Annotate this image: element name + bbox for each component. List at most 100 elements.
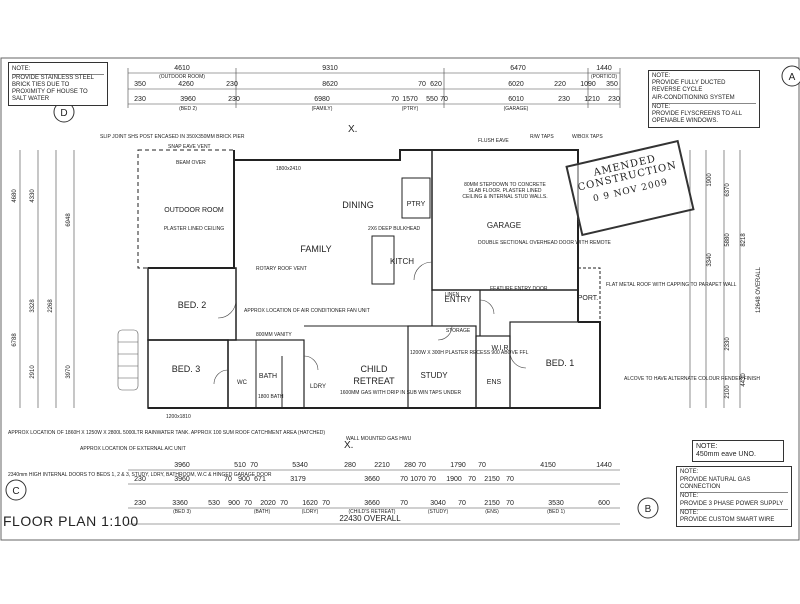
dim-r3-6: 1570 [402, 96, 418, 103]
label-linen: LINEN [445, 292, 460, 298]
dim-b3-sub-1: (BED 3) [173, 509, 191, 515]
dim-b1-3: 70 [250, 462, 258, 469]
bed2-top-wall [148, 160, 235, 269]
dim-left-1: 4680 [12, 189, 18, 203]
dim-b3-4: 900 [228, 500, 240, 507]
label-bed1: BED. 1 [546, 358, 575, 368]
sheet-border [0, 57, 800, 541]
dim-b1-11: 4150 [540, 462, 556, 469]
dim-b3-9: 70 [322, 500, 330, 507]
dim-r2-2: 4260 [178, 81, 194, 88]
dim-top-2: 9310 [322, 65, 338, 72]
dim-b2-1: 230 [134, 476, 146, 483]
callout-double-door: DOUBLE SECTIONAL OVERHEAD DOOR WITH REMO… [478, 240, 612, 246]
door-swings [213, 261, 527, 385]
note-tr-l6: PROVIDE FLYSCREENS TO ALL [652, 111, 743, 117]
dim-b1-8: 70 [418, 462, 426, 469]
callout-flush-eave: FLUSH EAVE [478, 138, 509, 144]
dim-right-3: 2330 [725, 337, 731, 351]
dim-b1-2: 510 [234, 462, 246, 469]
dim-b3-7: 70 [280, 500, 288, 507]
label-wir: W.I.R [491, 345, 508, 352]
callout-rw-taps: R/W TAPS [530, 134, 554, 140]
note-tl-l5: SALT WATER [12, 96, 50, 102]
dim-top-3: 6470 [510, 65, 526, 72]
label-ldry: LDRY [310, 384, 326, 390]
note-tr-l3: REVERSE CYCLE [652, 87, 703, 93]
label-storage: STORAGE [446, 328, 471, 334]
callout-slip-joint: SLIP JOINT SHS POST ENCASED IN 350X350MM… [100, 134, 245, 140]
note-br-l2: PROVIDE NATURAL GAS CONNECTION [680, 476, 788, 493]
dim-b3-sub-7: (BED 1) [547, 509, 565, 515]
note-tr-l1: NOTE: [652, 73, 671, 79]
label-outdoor-room: OUTDOOR ROOM [164, 207, 224, 214]
dim-right-2: 2100 [725, 385, 731, 399]
dim-top-1: 4610 [174, 65, 190, 72]
dim-left-5: 2268 [48, 299, 54, 313]
dim-b2-9: 1070 [410, 476, 426, 483]
bed1-walls [509, 321, 601, 409]
dim-b3-17: 600 [598, 500, 610, 507]
dim-r3-5: 70 [391, 96, 399, 103]
portico-outline [577, 267, 601, 323]
note-tr-l7: OPENABLE WINDOWS. [652, 118, 719, 124]
callout-hwu: WALL MOUNTED GAS HWU [346, 436, 412, 442]
note-eave-l2: 450mm eave UNO. [696, 451, 756, 458]
left-dimension-text: 4680 4330 6948 3328 2268 6788 2910 3970 [12, 189, 72, 379]
top-dimension-text: 4610 9310 6470 1440 (OUTDOOR ROOM) (PORT… [134, 65, 620, 112]
dim-r3-sub-4: (GARAGE) [504, 106, 529, 112]
room-labels: OUTDOOR ROOM PLASTER LINED CEILING DININ… [164, 200, 598, 390]
callout-entry-door: FEATURE ENTRY DOOR [490, 286, 548, 292]
note-tl-l2: PROVIDE STAINLESS STEEL [12, 75, 94, 81]
dim-b2-14: 70 [506, 476, 514, 483]
dim-r3-3: 230 [228, 96, 240, 103]
dim-b3-2: 3360 [172, 500, 188, 507]
label-pantry: PTRY [407, 201, 426, 208]
label-retreat: RETREAT [353, 376, 395, 386]
dim-left-4: 3328 [30, 299, 36, 313]
callout-bulkhead: 2X6 DEEP BULKHEAD [368, 226, 421, 232]
label-study: STUDY [420, 371, 448, 380]
label-family: FAMILY [300, 244, 331, 254]
dim-r3-9: 6010 [508, 96, 524, 103]
bottom-dimension-text: 3960 510 70 5340 280 2210 280 70 1790 70… [134, 462, 612, 523]
dim-r2-9: 1090 [580, 81, 596, 88]
dim-b3-sub-4: (CHILD'S RETREAT) [349, 509, 396, 515]
dim-r3-sub-3: (PTRY) [402, 106, 419, 112]
dim-r2-1: 350 [134, 81, 146, 88]
pantry-walls [401, 177, 431, 219]
dim-r3-4: 6980 [314, 96, 330, 103]
dim-r3-11: 1210 [584, 96, 600, 103]
label-child: CHILD [360, 364, 388, 374]
note-br-l6: PROVIDE CUSTOM SMART WIRE [680, 517, 775, 523]
dim-r3-10: 230 [558, 96, 570, 103]
label-garage: GARAGE [487, 221, 521, 230]
note-br-l3: NOTE: [680, 493, 699, 499]
dim-b3-11: 70 [400, 500, 408, 507]
callout-wbox-taps: W/BOX TAPS [572, 134, 603, 140]
dim-b3-6: 2020 [260, 500, 276, 507]
dim-b3-8: 1620 [302, 500, 318, 507]
dim-bottom-overall: 22430 OVERALL [339, 514, 401, 523]
label-bed3: BED. 3 [172, 364, 201, 374]
bath-cluster [227, 339, 305, 409]
dim-right-5: 1900 [707, 173, 713, 187]
note-eave-l1: NOTE: [696, 443, 718, 450]
dim-top-sub-2: (PORTICO) [591, 74, 617, 80]
left-dimension-lines [19, 150, 75, 408]
dim-b3-14: 2150 [484, 500, 500, 507]
dim-b3-12: 3040 [430, 500, 446, 507]
label-entry: ENTRY [445, 295, 473, 304]
drawing-title: FLOOR PLAN 1:100 [3, 513, 139, 529]
note-tl-l3: BRICK TIES DUE TO [12, 82, 70, 88]
dim-b1-7: 280 [404, 462, 416, 469]
dim-b2-6: 3179 [290, 476, 306, 483]
callout-plaster-recess: 1200W X 300H PLASTER RECESS 900 ABOVE FF… [410, 350, 529, 356]
dim-r2-10: 350 [606, 81, 618, 88]
callout-section-mark-top: X. [348, 124, 357, 135]
label-dining: DINING [342, 200, 374, 210]
dim-right-7: 6370 [725, 183, 731, 197]
dim-left-6: 6788 [12, 333, 18, 347]
garage-walls [431, 149, 579, 291]
